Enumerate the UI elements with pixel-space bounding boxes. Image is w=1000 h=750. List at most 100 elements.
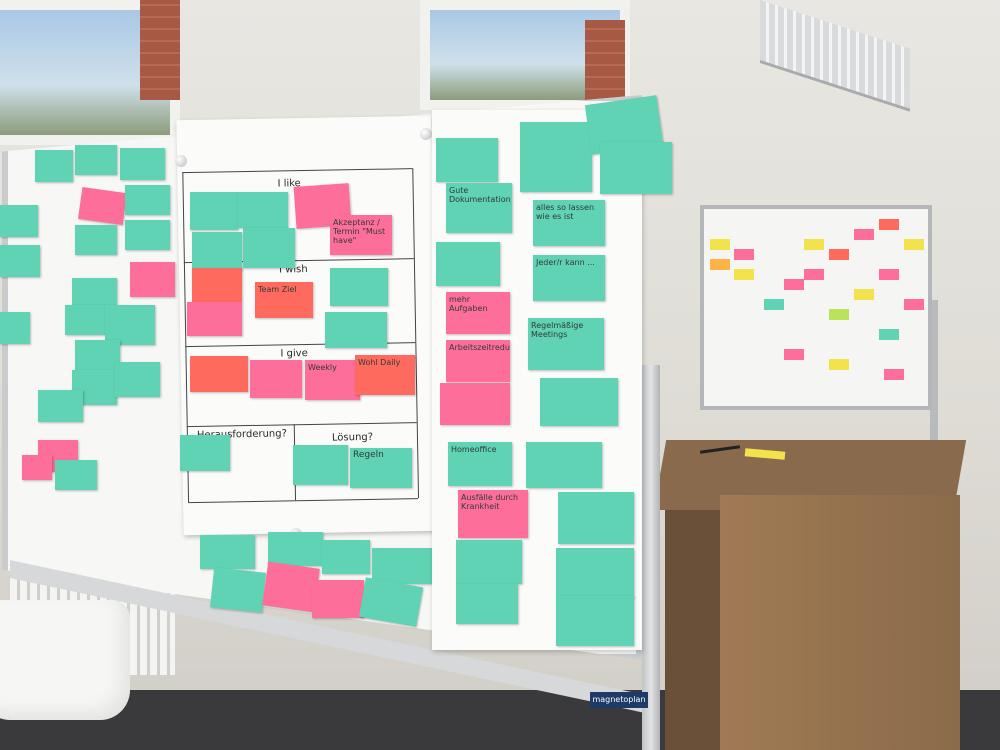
sticky-note xyxy=(325,312,387,348)
mini-note xyxy=(710,239,730,250)
note-text: Arbeitszeitreduzierung xyxy=(449,343,510,352)
sticky-note xyxy=(65,305,105,335)
note-meetings: Regelmäßige Meetings xyxy=(528,318,604,370)
far-board-stand xyxy=(930,300,938,480)
note-text: Wohl Daily xyxy=(358,358,401,367)
note-text: Regelmäßige Meetings xyxy=(531,321,584,339)
grid-line xyxy=(186,422,417,428)
sticky-note xyxy=(293,445,348,485)
sticky-note xyxy=(243,228,295,268)
sticky-note xyxy=(322,540,370,574)
mini-note xyxy=(784,349,804,360)
sticky-note xyxy=(330,268,388,306)
sticky-note xyxy=(105,305,155,345)
mini-note xyxy=(734,249,754,260)
note-text: Regeln xyxy=(353,450,384,460)
sticky-note xyxy=(115,362,160,397)
note-text: mehr Aufgaben xyxy=(449,295,488,313)
sticky-note xyxy=(120,148,165,180)
magnet xyxy=(420,128,432,140)
sticky-note xyxy=(440,383,510,425)
note-alles-so-lassen: alles so lassen wie es ist xyxy=(533,200,605,246)
note-weekly: Weekly xyxy=(305,360,360,400)
mini-note xyxy=(904,239,924,250)
sticky-note xyxy=(55,460,97,490)
sticky-note xyxy=(456,540,522,584)
sticky-note xyxy=(238,192,288,228)
sticky-note xyxy=(250,360,302,398)
sticky-note xyxy=(35,150,73,182)
note-must-have: Akzeptanz / Termin "Must have" xyxy=(330,215,392,255)
far-whiteboard xyxy=(700,205,932,410)
sticky-note xyxy=(456,584,518,624)
note-text: Weekly xyxy=(308,363,337,372)
mini-note xyxy=(734,269,754,280)
sticky-note xyxy=(192,232,242,270)
brick-wall-right xyxy=(585,20,625,100)
mini-note xyxy=(804,269,824,280)
sticky-note xyxy=(0,205,38,237)
mini-note xyxy=(884,369,904,380)
note-jeder-kann: Jeder/r kann ... xyxy=(533,255,605,301)
sticky-note xyxy=(0,245,40,277)
grid-line xyxy=(182,168,413,174)
mini-note xyxy=(764,299,784,310)
chair xyxy=(0,600,130,720)
heading-i-give: I give xyxy=(280,347,308,360)
sticky-note xyxy=(268,532,323,566)
note-team-ziel: Team Ziel xyxy=(255,282,313,318)
note-text: Gute Dokumentation xyxy=(449,186,511,204)
sticky-note xyxy=(130,262,175,297)
sticky-note xyxy=(312,580,364,618)
mini-note xyxy=(710,259,730,270)
sticky-note xyxy=(540,378,618,426)
sticky-note xyxy=(520,122,592,192)
table-leg xyxy=(665,505,725,750)
mini-note xyxy=(879,329,899,340)
sticky-note xyxy=(75,145,117,175)
grid-line xyxy=(412,168,420,499)
note-krankheit: Ausfälle durch Krankheit xyxy=(458,490,528,538)
sticky-note xyxy=(0,312,30,344)
sticky-note xyxy=(436,242,500,286)
note-mehr-aufgaben: mehr Aufgaben xyxy=(446,292,510,334)
sticky-note xyxy=(38,390,83,422)
note-homeoffice: Homeoffice xyxy=(448,442,512,486)
sticky-note xyxy=(125,220,170,250)
mini-note xyxy=(829,249,849,260)
sticky-note xyxy=(372,548,432,584)
sticky-note xyxy=(210,567,266,613)
mini-note xyxy=(879,219,899,230)
mini-note xyxy=(829,309,849,320)
sticky-note xyxy=(556,548,634,598)
grid-line xyxy=(188,498,419,504)
note-text: alles so lassen wie es ist xyxy=(536,203,595,221)
sticky-note xyxy=(190,192,238,230)
sticky-note xyxy=(200,535,255,569)
sticky-note xyxy=(72,278,117,308)
note-regeln: Regeln xyxy=(350,448,412,488)
board-stand-pole xyxy=(642,365,660,750)
note-daily: Wohl Daily xyxy=(355,355,415,395)
sticky-note xyxy=(187,302,242,336)
note-dokumentation: Gute Dokumentation xyxy=(446,183,512,233)
sticky-note xyxy=(436,138,498,182)
note-text: Akzeptanz / Termin "Must have" xyxy=(333,218,386,245)
mini-note xyxy=(829,359,849,370)
sticky-note xyxy=(190,356,248,392)
sticky-note xyxy=(558,492,634,544)
note-text: Ausfälle durch Krankheit xyxy=(461,493,519,511)
mini-note xyxy=(854,229,874,240)
sticky-note xyxy=(125,185,170,215)
note-text: Homeoffice xyxy=(451,445,497,454)
sticky-note xyxy=(75,225,117,255)
mini-note xyxy=(879,269,899,280)
note-text: Jeder/r kann ... xyxy=(536,258,595,267)
heading-solution: Lösung? xyxy=(331,431,374,444)
magnet xyxy=(175,155,187,167)
sticky-note xyxy=(600,142,672,194)
board-logo: magnetoplan xyxy=(590,692,648,708)
sticky-note xyxy=(77,187,128,225)
sticky-note xyxy=(556,596,634,646)
mini-note xyxy=(784,279,804,290)
